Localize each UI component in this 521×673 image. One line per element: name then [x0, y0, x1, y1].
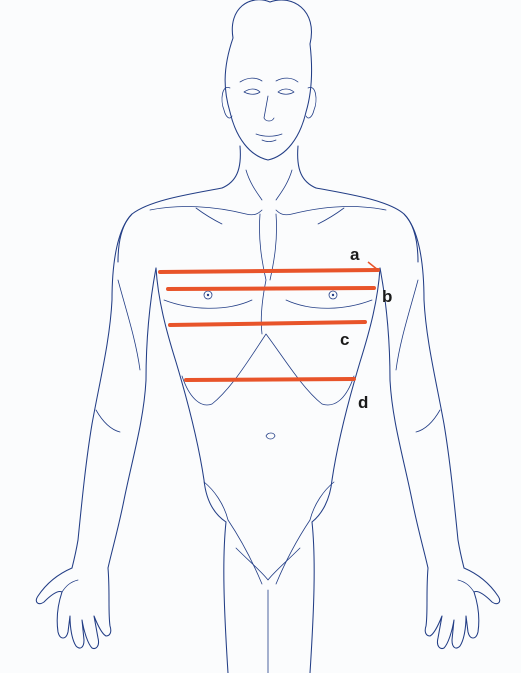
label-b: b — [382, 287, 392, 306]
neck-and-shoulders — [118, 146, 418, 262]
navel — [266, 433, 275, 439]
label-c: c — [340, 330, 349, 349]
left-arm — [36, 214, 156, 649]
measurement-line-d — [186, 379, 354, 380]
label-a: a — [350, 245, 360, 264]
measurement-line-b — [168, 288, 374, 289]
measurement-lines — [160, 262, 378, 380]
right-arm — [380, 214, 500, 649]
measurement-line-a — [160, 270, 378, 272]
nipple-right — [329, 291, 337, 299]
label-d: d — [358, 393, 368, 412]
head — [222, 0, 316, 160]
measurement-line-c — [170, 322, 365, 325]
nipple-left — [204, 291, 212, 299]
legs — [224, 522, 314, 673]
